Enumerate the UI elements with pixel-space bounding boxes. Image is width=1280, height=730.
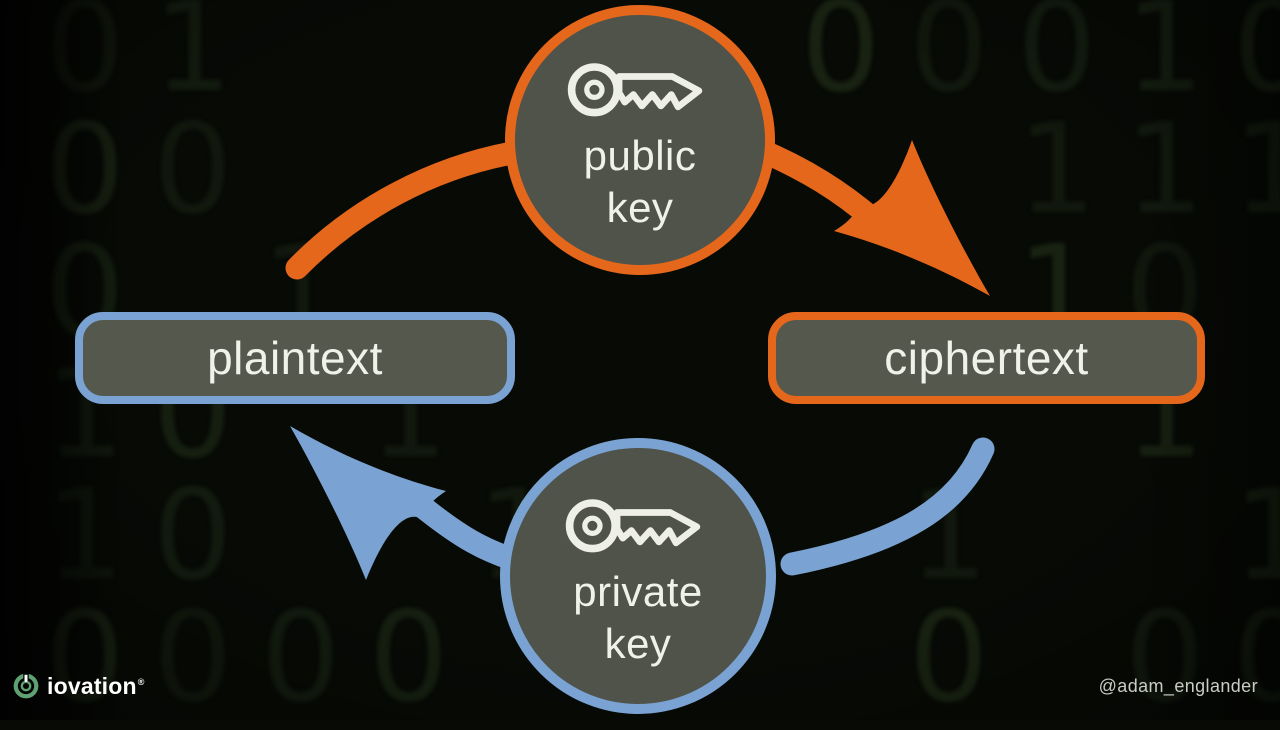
key-icon xyxy=(567,63,703,117)
iovation-logo-icon xyxy=(13,673,39,699)
plaintext-box: plaintext xyxy=(75,312,515,404)
plaintext-label: plaintext xyxy=(207,332,383,384)
ciphertext-label: ciphertext xyxy=(884,332,1089,384)
private-key-node: private key xyxy=(500,438,776,714)
iovation-logo: iovation® xyxy=(12,672,145,700)
ciphertext-box: ciphertext xyxy=(768,312,1205,404)
public-key-node: public key xyxy=(505,5,775,275)
public-key-line1: public xyxy=(583,131,697,179)
private-key-label: private key xyxy=(573,566,703,670)
registered-mark: ® xyxy=(137,676,145,687)
key-icon xyxy=(565,499,701,553)
iovation-logo-text: iovation® xyxy=(47,672,145,699)
private-key-line2: key xyxy=(604,620,672,667)
twitter-handle: @adam_englander xyxy=(1098,676,1258,696)
public-key-line2: key xyxy=(606,184,674,231)
private-key-line1: private xyxy=(573,567,703,615)
public-key-label: public key xyxy=(584,130,697,234)
